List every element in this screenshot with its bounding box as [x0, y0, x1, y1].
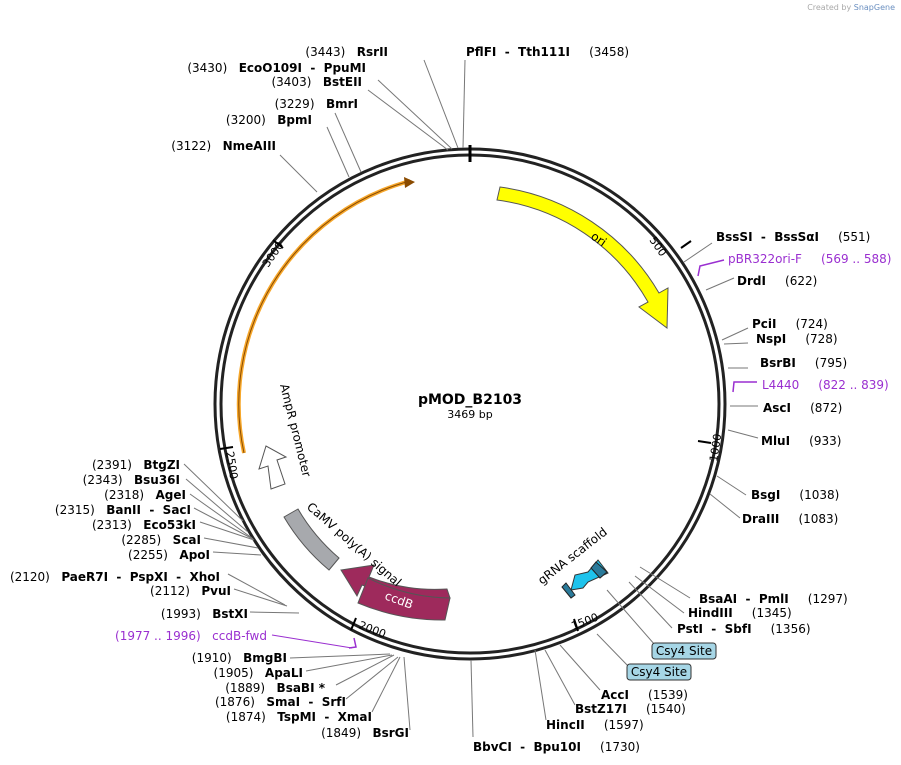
site-label[interactable]: (1874) TspMI - XmaI — [226, 710, 372, 724]
feature-ampr-promoter-arrow[interactable] — [258, 445, 288, 490]
site-labels: (3443) RsrII PflFI - Tth111I (3458) (3430)… — [10, 45, 892, 754]
site-label-primer[interactable]: (1977 .. 1996) ccdB-fwd — [115, 629, 267, 643]
site-label[interactable]: (3403) BstEII — [271, 75, 362, 89]
site-label[interactable]: MluI (933) — [761, 434, 841, 448]
primer-marker-ccdb-fwd — [348, 637, 357, 649]
feature-ampr-arc-core — [238, 180, 411, 454]
site-label[interactable]: (2318) AgeI — [104, 488, 186, 502]
site-label[interactable]: BstZ17I (1540) — [575, 702, 686, 716]
site-label[interactable]: (2120) PaeR7I - PspXI - XhoI — [10, 570, 220, 584]
site-label[interactable]: BsrBI (795) — [760, 356, 847, 370]
site-label[interactable]: PciI (724) — [752, 317, 828, 331]
site-label[interactable]: (3430) EcoO109I - PpuMI — [187, 61, 366, 75]
site-label[interactable]: AccI (1539) — [601, 688, 688, 702]
site-label[interactable]: BssSI - BssSαI (551) — [716, 230, 870, 244]
site-label[interactable]: (1889) BsaBI * — [225, 681, 326, 695]
tick-label-1000: 1000 — [707, 433, 724, 463]
tick-label-500: 500 — [647, 234, 670, 259]
csy4-site-box-2 — [626, 663, 692, 681]
feature-label-ampr-promoter: AmpR promoter — [277, 382, 314, 478]
site-label[interactable]: HincII (1597) — [546, 718, 644, 732]
site-label[interactable]: (1905) ApaLI — [214, 666, 303, 680]
tick-label-1500: 1500 — [569, 611, 600, 633]
site-label[interactable]: (2255) ApoI — [128, 548, 210, 562]
site-label[interactable]: (1876) SmaI - SrfI — [215, 695, 346, 709]
feature-ampr-arc[interactable] — [236, 179, 411, 454]
site-label[interactable]: (2391) BtgZI — [92, 458, 180, 472]
site-label[interactable]: (3122) NmeAIII — [171, 139, 276, 153]
site-label[interactable]: NspI (728) — [756, 332, 838, 346]
tick-label-2000: 2000 — [357, 619, 388, 641]
plasmid-name: pMOD_B2103 — [418, 392, 522, 408]
site-label[interactable]: (2315) BanII - SacI — [55, 503, 191, 517]
feature-camv-polya-signal[interactable] — [283, 508, 340, 571]
site-label[interactable]: (3200) BpmI — [226, 113, 312, 127]
primer-leader-ccdb-fwd — [271, 634, 353, 649]
plasmid-length: 3469 bp — [447, 408, 492, 421]
site-label[interactable]: (2343) Bsu36I — [83, 473, 180, 487]
feature-ampr-arrowhead — [404, 177, 415, 188]
csy4-site-marker-2 — [561, 582, 576, 599]
csy4-site-label-1: Csy4 Site — [656, 644, 712, 658]
csy4-site-marker-1 — [590, 561, 608, 579]
site-label[interactable]: (2112) PvuI — [150, 584, 231, 598]
feature-ori-arrow[interactable] — [496, 186, 669, 329]
site-label[interactable]: PstI - SbfI (1356) — [677, 622, 811, 636]
site-label[interactable]: (2313) Eco53kI — [92, 518, 196, 532]
site-label[interactable]: BsgI (1038) — [751, 488, 839, 502]
site-label[interactable]: (2285) ScaI — [121, 533, 201, 547]
site-label[interactable]: PflFI - Tth111I (3458) — [466, 45, 629, 59]
feature-label-grna-scaffold: gRNA scaffold — [535, 525, 610, 588]
site-label[interactable]: AscI (872) — [763, 401, 842, 415]
snapgene-credit: Created by SnapGene — [807, 3, 895, 12]
tick-label-2500: 2500 — [223, 450, 240, 480]
site-label[interactable]: (1849) BsrGI — [321, 726, 409, 740]
csy4-site-label-2: Csy4 Site — [631, 665, 687, 679]
site-label-primer[interactable]: pBR322ori-F (569 .. 588) — [728, 252, 891, 266]
csy4-site-box-1 — [651, 642, 717, 660]
site-label[interactable]: DrdI (622) — [737, 274, 817, 288]
site-label[interactable]: BbvCI - Bpu10I (1730) — [473, 740, 640, 754]
site-label[interactable]: BsaAI - PmlI (1297) — [699, 592, 848, 606]
site-label[interactable]: (3443) RsrII — [305, 45, 388, 59]
site-label[interactable]: (1993) BstXI — [161, 607, 248, 621]
site-label-primer[interactable]: L4440 (822 .. 839) — [762, 378, 889, 392]
primer-marker-pbr322ori-f — [697, 259, 725, 277]
feature-ccdb-body — [357, 577, 451, 621]
site-label[interactable]: DraIII (1083) — [742, 512, 838, 526]
site-label[interactable]: HindIII (1345) — [688, 606, 792, 620]
primer-marker-l4440 — [732, 381, 757, 393]
site-label[interactable]: (3229) BmrI — [275, 97, 358, 111]
site-label[interactable]: (1910) BmgBI — [192, 651, 287, 665]
site-leader-lines — [183, 59, 759, 738]
